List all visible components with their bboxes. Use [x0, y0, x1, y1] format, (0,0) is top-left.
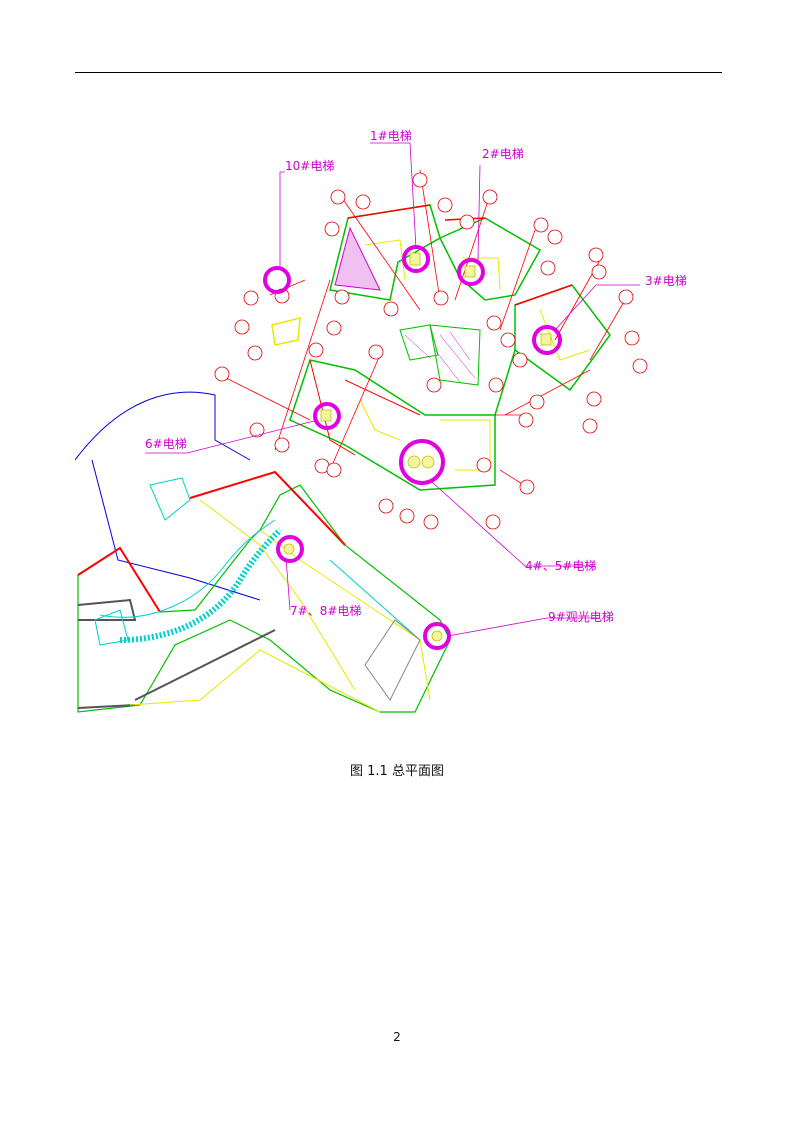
cyan-shape-2 [94, 609, 129, 646]
label-elevator-6: 6#电梯 [145, 437, 187, 451]
elevator-rings [263, 245, 562, 650]
blue-boundary-line [91, 459, 261, 601]
podium-grey-edge-3 [77, 704, 136, 709]
podium-yellow-3 [199, 499, 356, 691]
courtyard-hatch [399, 324, 439, 361]
label-elevator-1: 1#电梯 [370, 129, 412, 143]
axis-bubbles [214, 172, 648, 530]
label-elevator-4-5: 4#、5#电梯 [525, 559, 596, 573]
podium-inner [364, 619, 421, 701]
cyan-stair-curve [119, 527, 283, 643]
label-elevator-7-8: 7#、8#电梯 [290, 604, 361, 618]
blue-boundary-arc [74, 391, 251, 461]
podium-grey-edge-2 [134, 629, 276, 701]
cyan-stair-curve-2 [99, 519, 276, 618]
label-elevator-3: 3#电梯 [645, 274, 687, 288]
figure-caption: 图 1.1 总平面图 [350, 764, 444, 779]
podium-grey-edge [77, 598, 137, 621]
block-nw-hatch [334, 226, 381, 291]
page-number: 2 [393, 1030, 401, 1044]
label-elevator-2: 2#电梯 [482, 147, 524, 161]
podium-yellow-1 [129, 649, 381, 713]
block-s [289, 359, 496, 491]
podium-outline [77, 484, 451, 713]
site-plan-figure: 10#电梯 1#电梯 2#电梯 3#电梯 6#电梯 4#、5#电梯 7#、8#电… [74, 120, 722, 715]
label-elevator-9: 9#观光电梯 [548, 610, 614, 624]
courtyard-hatch-2 [429, 324, 481, 386]
label-elevator-10: 10#电梯 [285, 159, 334, 173]
podium-red-edge [77, 546, 161, 613]
podium-red-edge-2 [189, 470, 346, 546]
header-rule [75, 72, 722, 73]
cyan-shape [149, 477, 191, 521]
